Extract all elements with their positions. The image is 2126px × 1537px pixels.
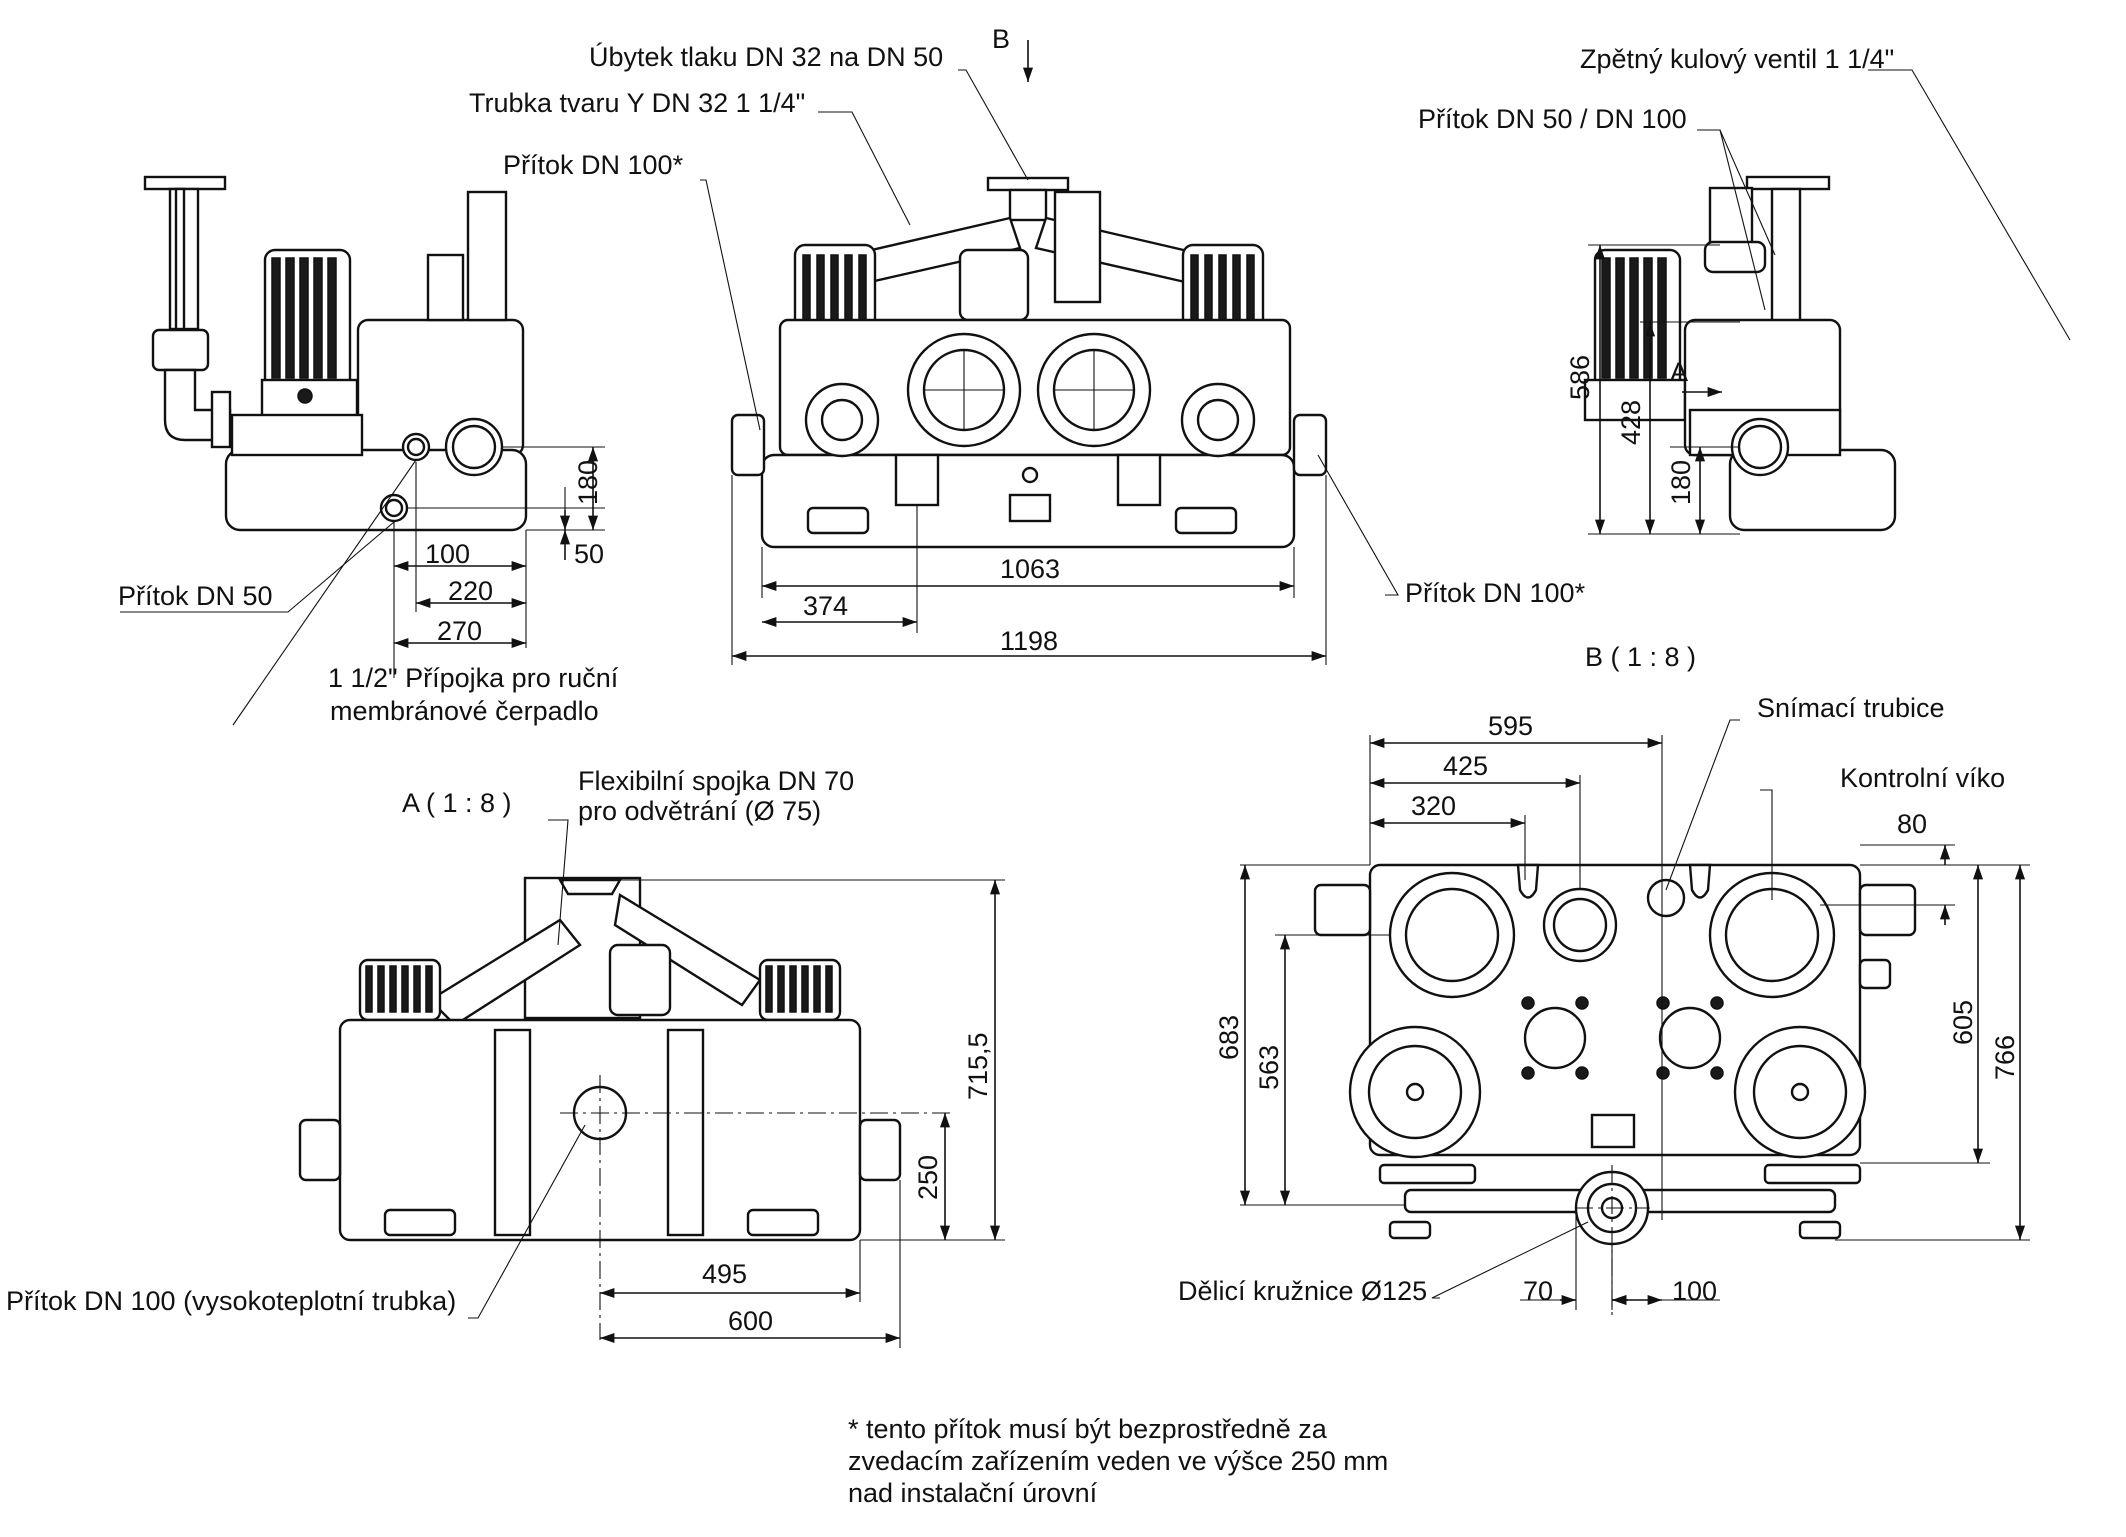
label-sensor-tube: Snímací trubice — [1757, 693, 1945, 723]
label-hand-pump-1: 1 1/2" Přípojka pro ruční — [328, 663, 619, 693]
footnote-line-1: * tento přítok musí být bezprostředně za — [848, 1414, 1328, 1444]
dim-side-left-50: 50 — [574, 539, 604, 569]
bolt-holes — [1521, 996, 1724, 1080]
label-inspection-cover: Kontrolní víko — [1840, 763, 2005, 793]
dim-view-a-495: 495 — [702, 1259, 747, 1289]
label-inlet-dn100-front: Přítok DN 100* — [503, 150, 684, 180]
footnote-line-3: nad instalační úrovní — [848, 1478, 1098, 1508]
motor-fins-front — [802, 254, 1255, 366]
dim-view-b-100: 100 — [1672, 1276, 1717, 1306]
side-view-right — [1583, 69, 2071, 535]
dim-view-b-425: 425 — [1443, 751, 1488, 781]
label-flex-vent-1: Flexibilní spojka DN 70 — [578, 766, 854, 796]
view-b — [1239, 719, 2030, 1315]
label-view-a: A ( 1 : 8 ) — [402, 788, 512, 818]
dim-side-right-180: 180 — [1666, 460, 1696, 505]
dim-view-b-70: 70 — [1523, 1276, 1553, 1306]
label-view-b: B ( 1 : 8 ) — [1585, 642, 1696, 672]
label-check-valve: Zpětný kulový ventil 1 1/4" — [1580, 44, 1894, 74]
front-view — [700, 40, 1399, 665]
dim-view-b-605: 605 — [1948, 1000, 1978, 1045]
dim-side-left-220: 220 — [448, 576, 493, 606]
label-y-pipe: Trubka tvaru Y DN 32 1 1/4" — [469, 88, 805, 118]
footnote-line-2: zvedacím zařízením veden ve výšce 250 mm — [848, 1446, 1388, 1476]
motor-fins-left — [271, 257, 337, 379]
label-pitch-circle: Dělicí kružnice Ø125 — [1178, 1276, 1427, 1306]
label-arrow-a: A — [1670, 357, 1688, 387]
dim-view-b-563: 563 — [1254, 1045, 1284, 1090]
dim-side-left-180: 180 — [573, 460, 603, 505]
dim-front-1198: 1198 — [1000, 626, 1058, 656]
dim-side-right-586: 586 — [1565, 355, 1595, 400]
dim-view-b-595: 595 — [1488, 711, 1533, 741]
dim-front-1063: 1063 — [1000, 554, 1060, 584]
label-inlet-high-temp: Přítok DN 100 (vysokoteplotní trubka) — [6, 1286, 456, 1316]
dim-view-b-80: 80 — [1897, 809, 1927, 839]
dim-view-b-320: 320 — [1411, 791, 1456, 821]
labels: Úbytek tlaku DN 32 na DN 50 Trubka tvaru… — [6, 24, 2020, 1508]
dim-view-a-715: 715,5 — [963, 1032, 993, 1100]
dim-front-374: 374 — [803, 591, 848, 621]
view-a — [298, 819, 1005, 1348]
side-view-left — [120, 175, 605, 726]
motor-fins-right — [1601, 257, 1667, 379]
label-inlet-dn50: Přítok DN 50 — [118, 581, 273, 611]
label-inlet-dn50-dn100: Přítok DN 50 / DN 100 — [1418, 104, 1687, 134]
dim-side-left-270: 270 — [437, 616, 482, 646]
label-arrow-b: B — [992, 24, 1010, 54]
dim-side-left-100: 100 — [425, 539, 470, 569]
dim-view-b-766: 766 — [1990, 1035, 2020, 1080]
dim-view-b-683: 683 — [1214, 1015, 1244, 1060]
dim-side-right-428: 428 — [1616, 400, 1646, 445]
label-flex-vent-2: pro odvětrání (Ø 75) — [578, 796, 821, 826]
motor-fins-view-a — [365, 965, 833, 1013]
dim-view-a-600: 600 — [728, 1306, 773, 1336]
label-inlet-dn100-right: Přítok DN 100* — [1405, 578, 1586, 608]
dim-view-a-250: 250 — [913, 1155, 943, 1200]
label-pressure-loss: Úbytek tlaku DN 32 na DN 50 — [589, 41, 943, 72]
label-hand-pump-2: membránové čerpadlo — [330, 696, 599, 726]
